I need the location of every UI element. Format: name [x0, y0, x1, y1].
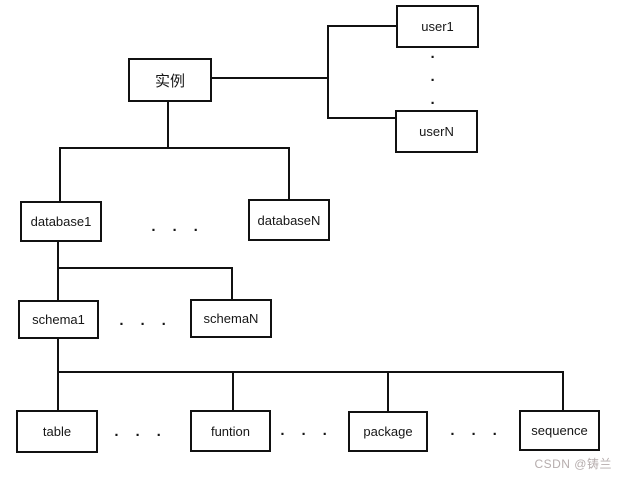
watermark: CSDN @铸兰: [534, 457, 612, 471]
node-userN: userN: [395, 110, 478, 153]
node-package: package: [348, 411, 428, 452]
node-databaseN: databaseN: [248, 199, 330, 241]
ellipsis-funtion-package: · · ·: [280, 426, 334, 443]
ellipsis-databases: · · ·: [151, 222, 205, 239]
connector-databases-horizontal: [59, 147, 290, 149]
node-schemaN: schemaN: [190, 299, 272, 338]
connector-database1-to-schema1: [57, 242, 59, 300]
connector-schema1-to-table: [57, 339, 59, 410]
connector-instance-down: [167, 102, 169, 149]
connector-to-funtion: [232, 373, 234, 410]
connector-to-user1: [329, 25, 396, 27]
ellipsis-package-sequence: · · ·: [450, 426, 504, 443]
node-funtion: funtion: [190, 410, 271, 452]
connector-instance-to-users-bracket: [212, 77, 327, 79]
ellipsis-schemas: · · ·: [119, 316, 173, 333]
node-user1: user1: [396, 5, 479, 48]
node-database1: database1: [20, 201, 102, 242]
node-sequence: sequence: [519, 410, 600, 451]
ellipsis-users: · · ·: [430, 49, 436, 112]
connector-to-userN: [329, 117, 395, 119]
connector-to-sequence: [562, 373, 564, 410]
ellipsis-table-funtion: · · ·: [114, 427, 168, 444]
node-table: table: [16, 410, 98, 453]
connector-to-databaseN: [288, 149, 290, 199]
node-instance: 实例: [128, 58, 212, 102]
connector-objects-horizontal: [57, 371, 564, 373]
connector-to-package: [387, 373, 389, 411]
node-schema1: schema1: [18, 300, 99, 339]
connector-users-bracket-vertical: [327, 25, 329, 119]
connector-to-schemaN: [231, 269, 233, 299]
connector-to-database1: [59, 149, 61, 201]
connector-schemas-horizontal: [57, 267, 233, 269]
